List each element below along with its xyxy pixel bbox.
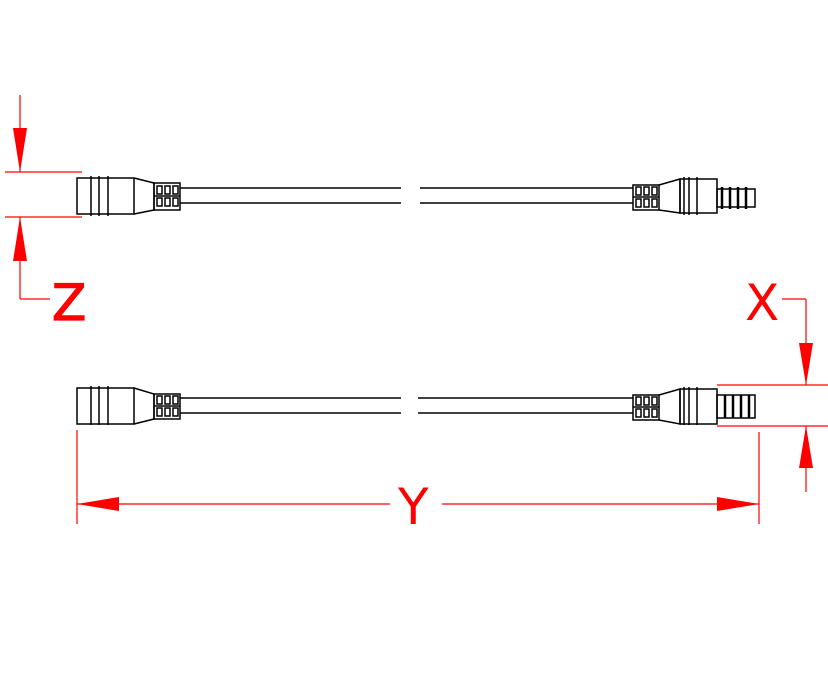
female-connector-body: [76, 177, 135, 215]
dimension-z: Z: [5, 95, 87, 333]
dimension-label-x: X: [745, 274, 779, 332]
dimension-y: Y: [76, 430, 760, 536]
dimension-label-y: Y: [397, 478, 429, 536]
dimension-x: X: [717, 274, 828, 492]
dimension-label-z: Z: [52, 274, 86, 332]
top-cable: [76, 176, 756, 216]
bottom-cable: [76, 386, 756, 425]
